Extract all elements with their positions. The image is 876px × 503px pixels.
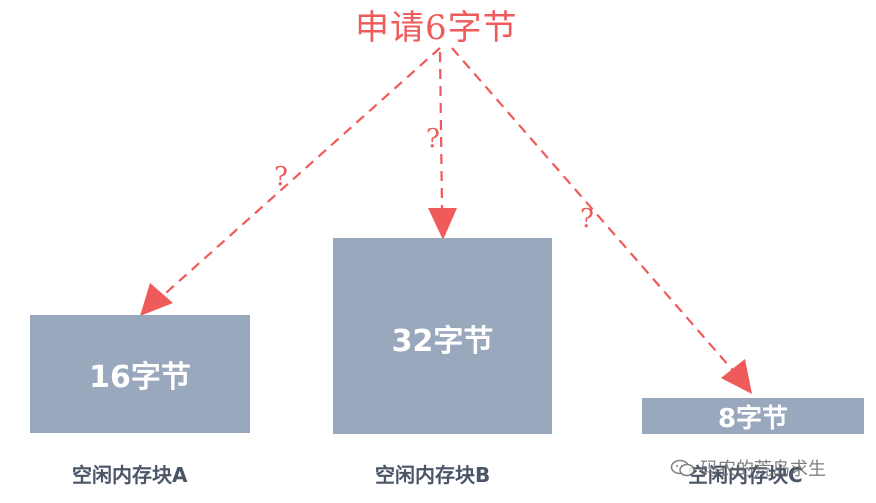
arrow-to-block-a bbox=[157, 47, 441, 301]
memory-block-c: 8字节 bbox=[642, 398, 864, 434]
arrowhead-a-icon bbox=[140, 283, 173, 316]
block-a-size: 16字节 bbox=[89, 360, 191, 395]
arrowhead-b-icon bbox=[428, 208, 457, 240]
block-c-size: 8字节 bbox=[717, 403, 789, 434]
question-mark-c: ? bbox=[580, 204, 594, 234]
block-b-label: 空闲内存块B bbox=[375, 463, 491, 487]
block-c-label: 空闲内存块C bbox=[688, 463, 803, 487]
watermark-text: 码农的荒岛求生 bbox=[700, 459, 826, 480]
question-mark-b: ? bbox=[426, 124, 440, 154]
memory-block-a: 16字节 bbox=[30, 315, 250, 433]
request-title: 申请6字节 bbox=[355, 8, 518, 48]
block-a-label: 空闲内存块A bbox=[72, 463, 188, 487]
arrow-to-block-b bbox=[438, 51, 444, 209]
watermark: 码农的荒岛求生 bbox=[670, 455, 826, 481]
memory-block-b: 32字节 bbox=[333, 238, 552, 434]
arrowhead-c-icon bbox=[721, 359, 752, 394]
block-b-size: 32字节 bbox=[391, 324, 494, 359]
question-mark-a: ? bbox=[274, 162, 288, 192]
wechat-icon bbox=[670, 459, 695, 477]
arrow-to-block-c bbox=[451, 47, 737, 375]
